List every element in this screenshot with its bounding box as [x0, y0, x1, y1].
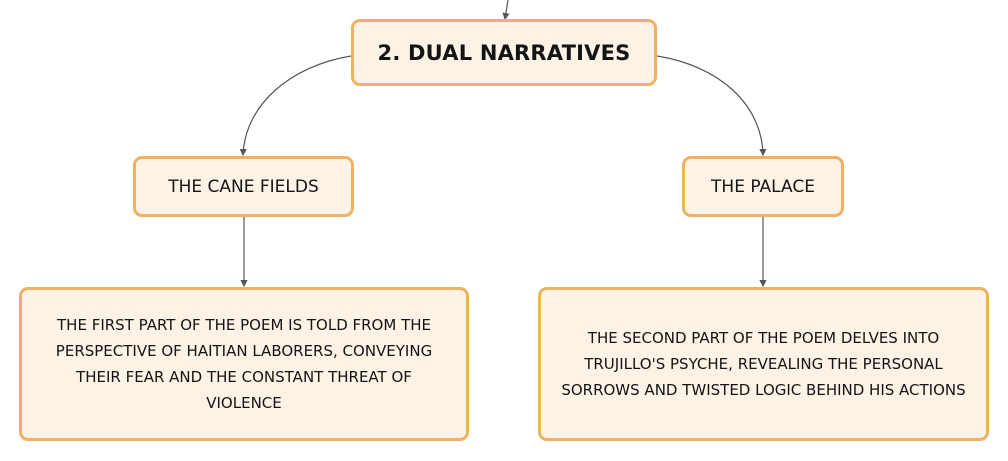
incoming-connector — [502, 0, 510, 21]
detail-node-cane-fields[interactable]: THE FIRST PART OF THE POEM IS TOLD FROM … — [19, 287, 469, 441]
detail-node-palace[interactable]: THE SECOND PART OF THE POEM DELVES INTO … — [538, 287, 989, 441]
detail-node-text: THE SECOND PART OF THE POEM DELVES INTO … — [561, 329, 966, 399]
branch-node-label: THE PALACE — [711, 176, 815, 197]
branch-node-palace[interactable]: THE PALACE — [682, 156, 844, 217]
detail-node-text: THE FIRST PART OF THE POEM IS TOLD FROM … — [55, 316, 433, 412]
branch-node-cane-fields[interactable]: THE CANE FIELDS — [133, 156, 354, 217]
branch-node-label: THE CANE FIELDS — [168, 176, 319, 197]
root-node-label: 2. DUAL NARRATIVES — [377, 40, 631, 65]
connector-root-to-cane-fields — [239, 55, 352, 157]
root-node-dual-narratives[interactable]: 2. DUAL NARRATIVES — [351, 19, 657, 86]
connector-root-to-palace — [656, 55, 767, 157]
